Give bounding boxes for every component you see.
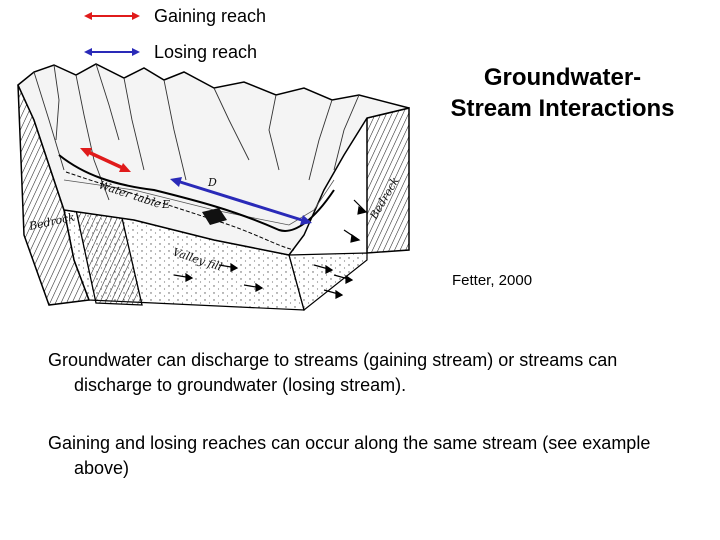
paragraph-1: Groundwater can discharge to streams (ga…	[48, 348, 698, 398]
gaining-reach-arrow	[80, 148, 131, 172]
citation: Fetter, 2000	[452, 272, 533, 289]
flow-arrows	[173, 199, 368, 299]
ridge-lines	[33, 63, 360, 201]
front-right-face	[288, 252, 368, 312]
mountain-surface	[17, 63, 410, 256]
paragraph-2: Gaining and losing reaches can occur alo…	[48, 431, 698, 481]
paragraph-2-text: Gaining and losing reaches can occur alo…	[48, 433, 651, 478]
title-line-1: Groundwater-	[483, 64, 642, 91]
water-table-line	[65, 171, 295, 251]
legend-losing-label: Losing reach	[154, 41, 258, 62]
slide-title: Groundwater- Stream Interactions	[420, 62, 705, 124]
label-D: D	[207, 176, 217, 189]
gaining-arrow-icon	[84, 12, 140, 20]
legend-losing-reach: Losing reach	[84, 41, 257, 63]
valley-floor	[63, 179, 335, 226]
legend-gaining-label: Gaining reach	[154, 5, 267, 26]
losing-arrow-icon	[84, 48, 140, 56]
legend-gaining-reach: Gaining reach	[84, 5, 266, 27]
title-line-2: Stream Interactions	[450, 95, 675, 122]
stream-channel	[58, 154, 335, 232]
label-E: E	[161, 198, 170, 211]
block-diagram: Water table Bedrock Bedrock Valley fill …	[17, 63, 410, 312]
losing-reach-arrow	[170, 177, 312, 225]
piezometer-box	[202, 208, 227, 225]
paragraph-1-text: Groundwater can discharge to streams (ga…	[48, 350, 618, 395]
